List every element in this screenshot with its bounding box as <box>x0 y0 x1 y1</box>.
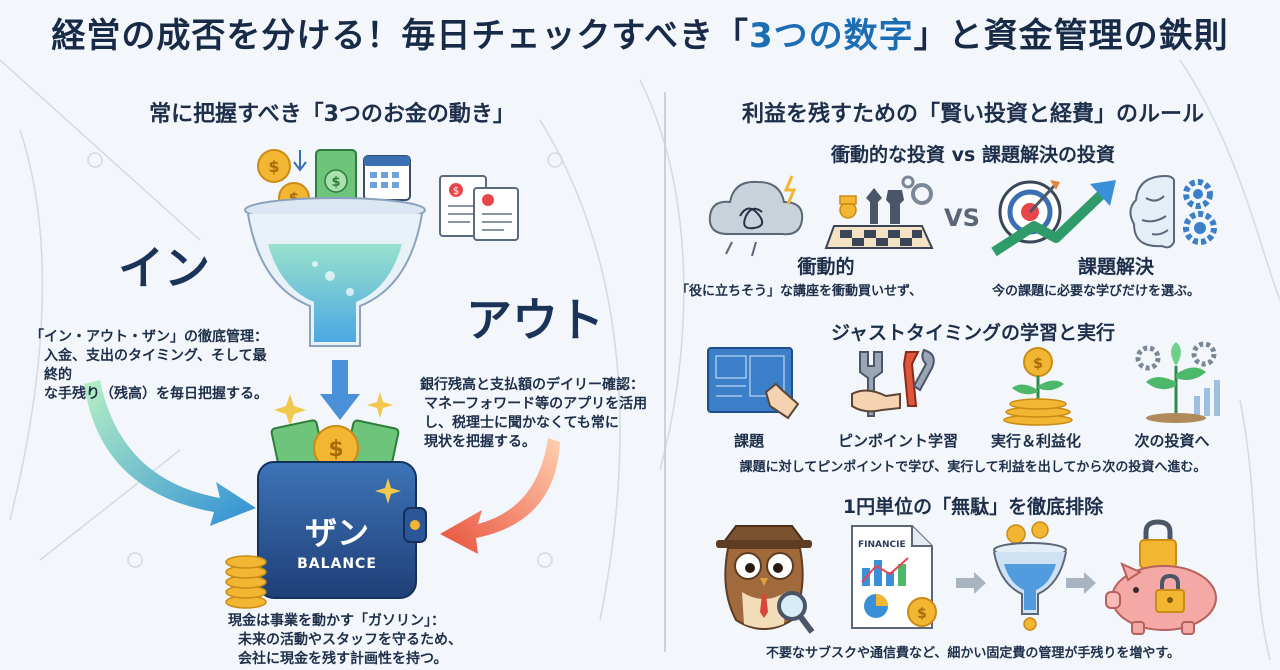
income-items-icon: $ $ $ <box>257 149 411 214</box>
note3-line: 未来の活動やスタッフを守るため、 <box>238 632 462 648</box>
down-arrow-icon <box>320 360 360 420</box>
finance-report-label: FINANCIE <box>858 540 906 550</box>
svg-text:$: $ <box>917 606 927 622</box>
coin-plant-icon: $ <box>1003 347 1073 426</box>
svg-text:$: $ <box>328 437 343 462</box>
piggy-lock-icon <box>1105 519 1217 635</box>
step-pinpoint-learning: ピンポイント学習 <box>837 432 958 450</box>
section3-heading: 1円単位の「無駄」を徹底排除 <box>842 496 1104 518</box>
out-label: アウト <box>466 293 604 347</box>
svg-text:$: $ <box>453 186 459 197</box>
note2-line: し、税理士に聞かなくても常に <box>424 415 619 431</box>
wallet-sub-label: BALANCE <box>297 556 377 572</box>
growth-plant-icon <box>1135 341 1220 423</box>
note-daily-check: 銀行残高と支払額のデイリー確認： マネーフォワード等のアプリを活用 し、税理士に… <box>420 376 660 452</box>
svg-text:$: $ <box>268 157 279 176</box>
right-heading: 利益を残すための「賢い投資と経費」のルール <box>741 102 1204 127</box>
note3-title: 現金は事業を動かす「ガソリン」： <box>228 613 445 629</box>
tools-icon <box>851 348 935 417</box>
section3-desc: 不要なサブスクや通信費など、細かい固定費の管理が手残りを増やす。 <box>765 646 1181 661</box>
finance-report-icon: $ <box>851 525 937 629</box>
outflow-arrow-icon <box>440 438 560 554</box>
title-post: 」と資金管理の鉄則 <box>913 16 1229 56</box>
funnel-icon <box>244 197 426 347</box>
wallet-label: ザン <box>304 514 369 552</box>
note1-line: な手残り（残高）を毎日把握する。 <box>44 386 268 402</box>
impulse-label: 衝動的 <box>797 256 855 278</box>
in-label: イン <box>118 241 210 295</box>
note-in-out-balance: 「イン・アウト・ザン」の徹底管理： 入金、支出のタイミング、そして最終的 な手残… <box>30 328 270 404</box>
note2-line: 現状を把握する。 <box>424 434 536 450</box>
step-next-investment: 次の投資へ <box>1134 432 1210 450</box>
step-execute-profit: 実行＆利益化 <box>990 432 1081 450</box>
problem-solving-desc: 今の課題に必要な学びだけを選ぶ。 <box>992 284 1201 299</box>
note1-title: 「イン・アウト・ザン」の徹底管理： <box>30 329 268 345</box>
column-divider <box>664 92 666 652</box>
left-heading: 常に把握すべき「3つのお金の動き」 <box>149 102 515 127</box>
brain-gear-icon <box>1129 174 1217 249</box>
impulse-desc: 「役に立ちそう」な講座を衝動買いせず、 <box>676 284 923 299</box>
sparkle-icon <box>274 392 393 426</box>
step-problem: 課題 <box>733 432 764 450</box>
problem-solving-label: 課題解決 <box>1077 256 1154 278</box>
wallet-icon: $ <box>225 419 427 609</box>
storm-cloud-icon <box>708 175 804 257</box>
invoice-icon: $ <box>439 175 519 241</box>
chess-icon <box>824 175 934 249</box>
section2-heading: ジャストタイミングの学習と実行 <box>830 322 1116 344</box>
blueprint-icon <box>707 347 800 420</box>
note1-line: 入金、支出のタイミング、そして最終的 <box>44 348 267 383</box>
arrow-right-icon <box>956 572 986 594</box>
funnel-coins-icon <box>993 521 1067 631</box>
vs-label: VS <box>944 204 980 232</box>
arrow-right-icon <box>1066 572 1096 594</box>
svg-text:$: $ <box>331 175 340 190</box>
note3-line: 会社に現金を残す計画性を持つ。 <box>238 651 448 667</box>
section1-heading: 衝動的な投資 vs 課題解決の投資 <box>831 144 1115 166</box>
svg-text:$: $ <box>289 189 299 207</box>
note2-line: マネーフォワード等のアプリを活用 <box>424 396 648 412</box>
owl-detective-icon <box>716 525 815 634</box>
page-title: 経営の成否を分ける！毎日チェックすべき「3つの数字」と資金管理の鉄則 <box>0 8 1280 57</box>
section2-desc: 課題に対してピンポイントで学び、実行して利益を出してから次の投資へ進む。 <box>739 460 1207 475</box>
note2-title: 銀行残高と支払額のデイリー確認： <box>420 377 644 393</box>
title-highlight: 3つの数字 <box>748 16 914 56</box>
title-pre: 経営の成否を分ける！毎日チェックすべき「 <box>51 16 749 56</box>
note-cash-gasoline: 現金は事業を動かす「ガソリン」： 未来の活動やスタッフを守るため、 会社に現金を… <box>228 612 488 669</box>
svg-text:$: $ <box>1033 356 1043 372</box>
target-growth-icon <box>991 180 1116 257</box>
